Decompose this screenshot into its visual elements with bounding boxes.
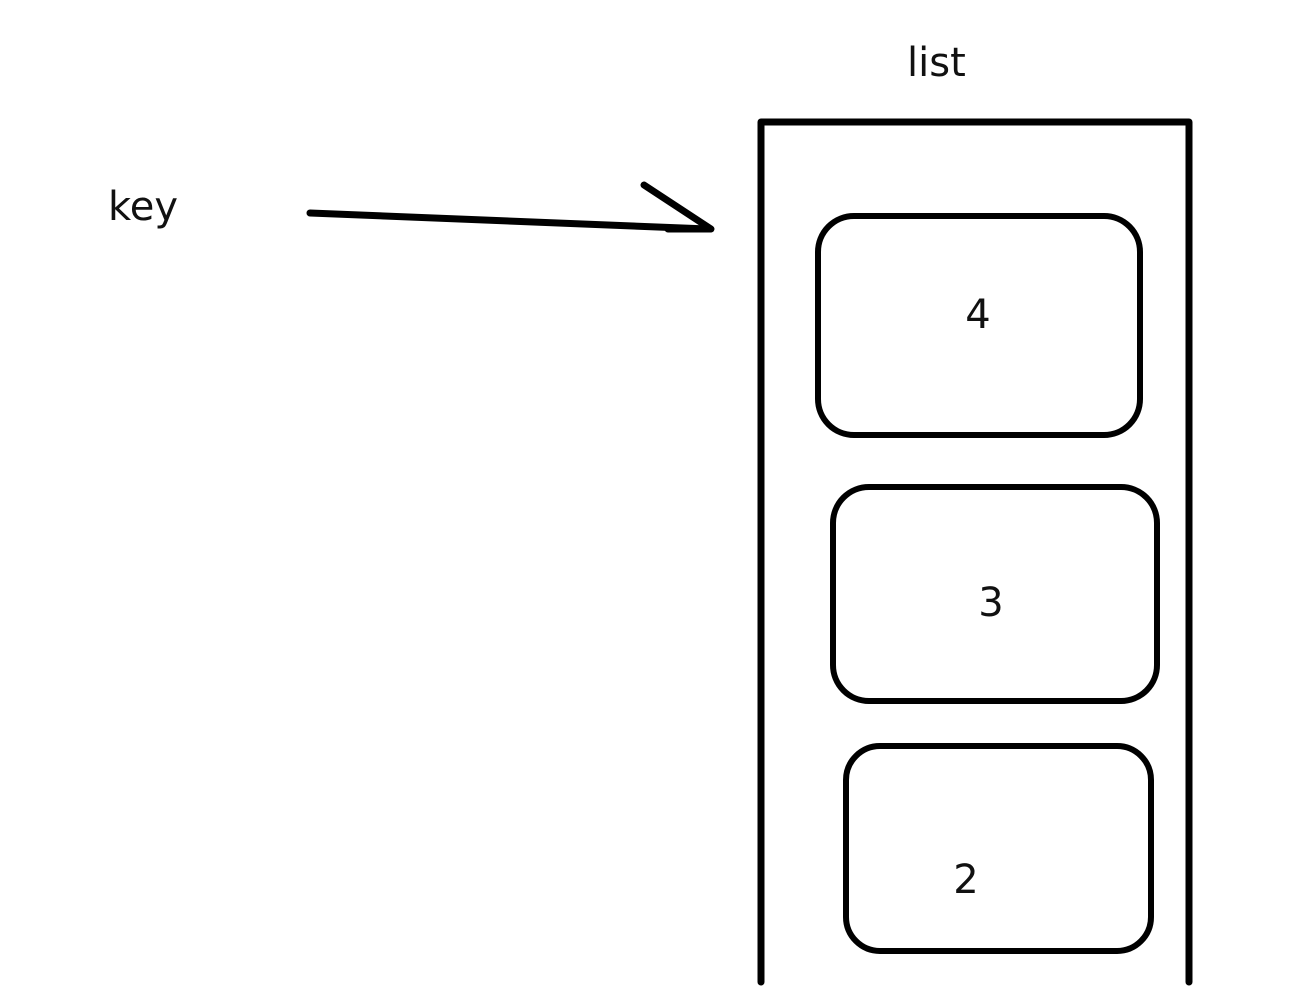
list-item-box xyxy=(843,743,1154,954)
arrow xyxy=(306,181,715,233)
list-container xyxy=(757,118,1193,986)
arrow-head xyxy=(640,181,715,233)
list-item: 2 xyxy=(843,743,1154,954)
list-item-box xyxy=(815,213,1143,438)
arrow-shaft xyxy=(306,209,712,233)
list-item: 3 xyxy=(830,484,1160,704)
list-item: 4 xyxy=(815,213,1143,438)
list-item-value: 3 xyxy=(978,580,1003,626)
list-item-box xyxy=(830,484,1160,704)
list-item-value: 4 xyxy=(965,292,990,338)
key-label: key xyxy=(108,184,178,230)
list-label: list xyxy=(907,40,966,86)
list-item-value: 2 xyxy=(953,857,978,903)
